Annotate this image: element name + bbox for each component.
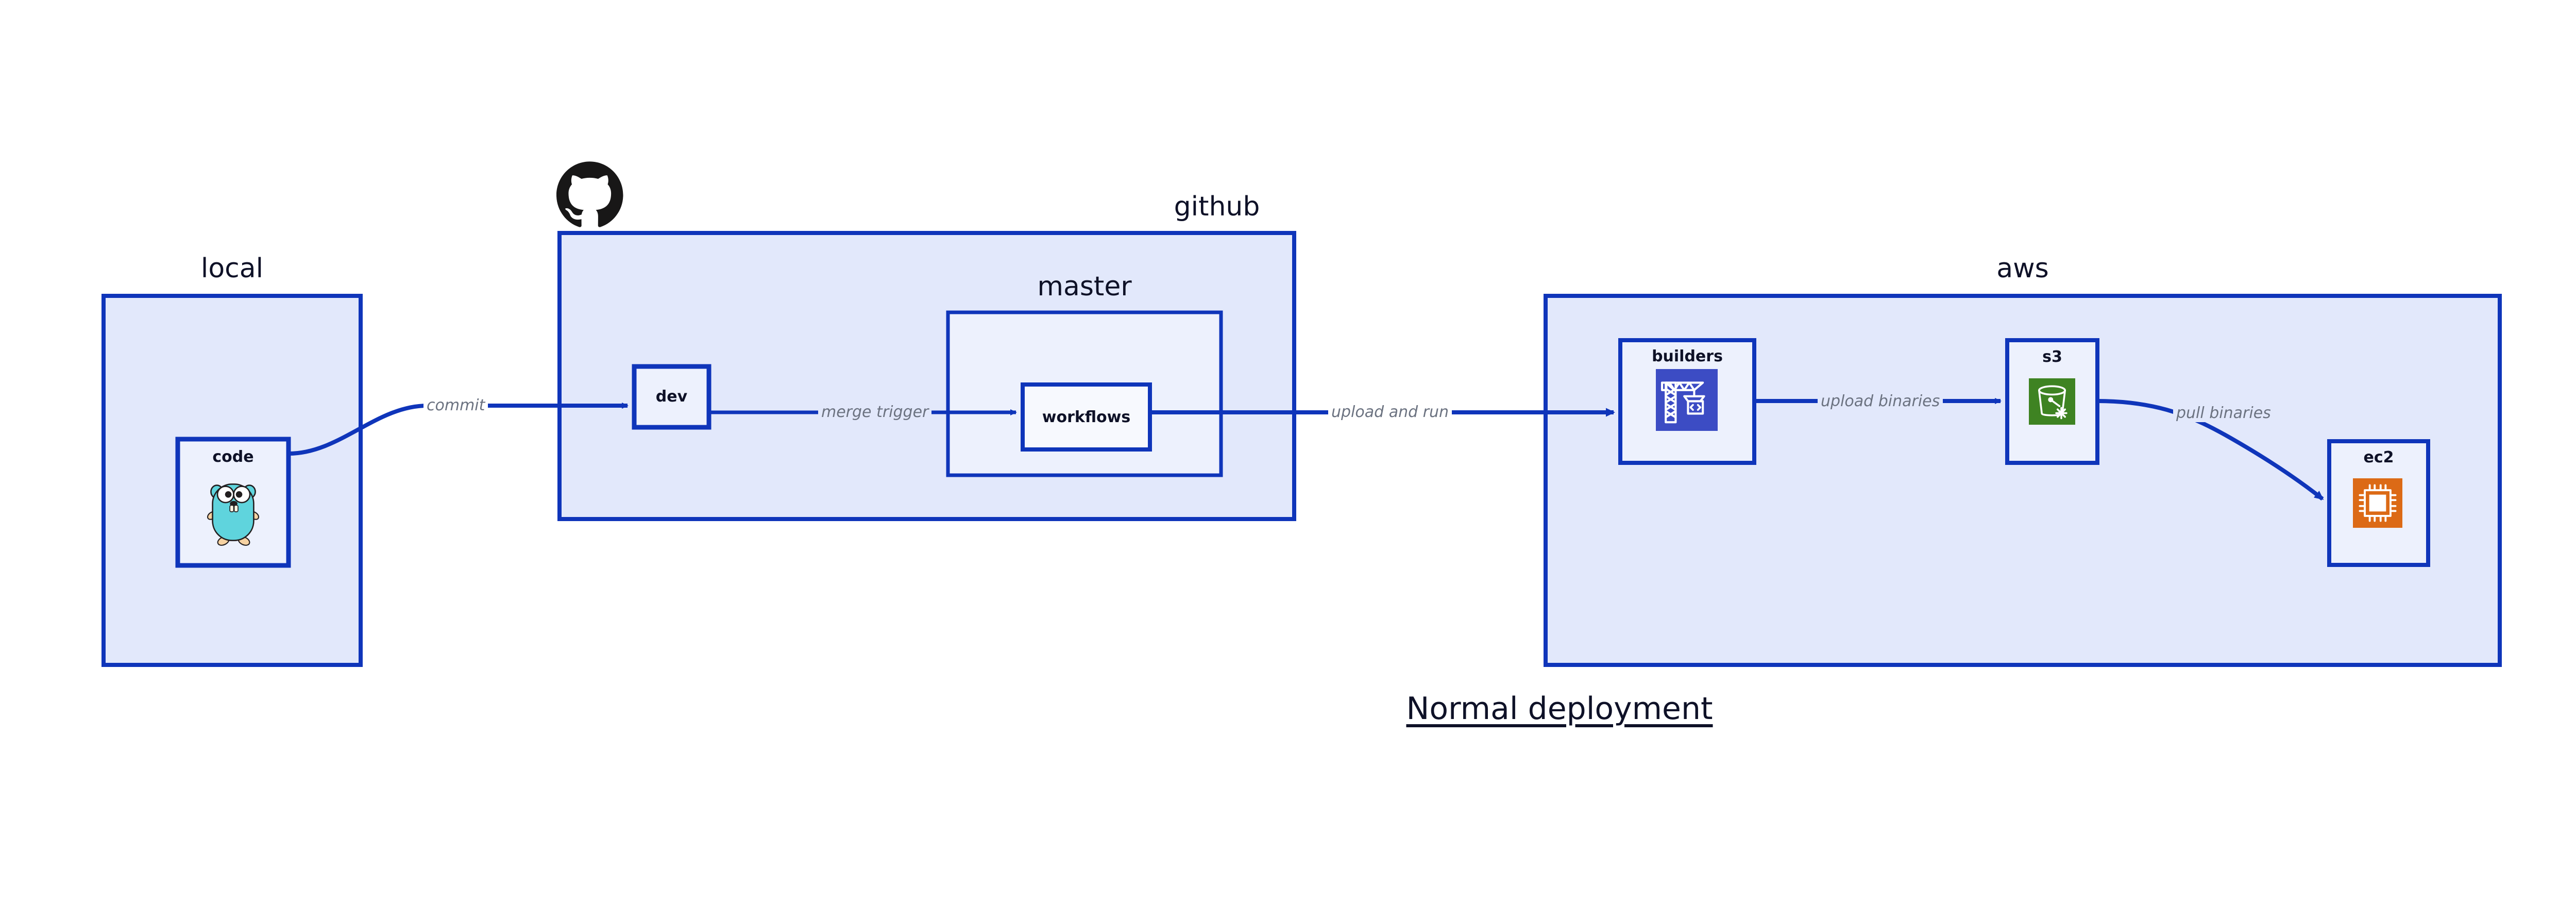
node-box-dev[interactable] bbox=[632, 364, 711, 430]
node-box-workflows[interactable] bbox=[1021, 382, 1152, 452]
edge-label-upload-binaries: upload binaries bbox=[1818, 393, 1943, 410]
edge-label-pull-binaries: pull binaries bbox=[2173, 405, 2274, 422]
node-box-builders[interactable] bbox=[1618, 338, 1756, 465]
node-label-builders: builders bbox=[1652, 347, 1723, 365]
aws-crane-builders-icon bbox=[1656, 369, 1718, 431]
node-label-code: code bbox=[212, 448, 254, 466]
edge-label-upload-and-run: upload and run bbox=[1328, 404, 1452, 421]
node-label-dev: dev bbox=[655, 388, 688, 406]
group-label-aws: aws bbox=[1996, 253, 2049, 284]
edge-code-to-dev bbox=[288, 403, 629, 456]
aws-ec2-chip-icon bbox=[2353, 478, 2402, 528]
edge-label-commit: commit bbox=[423, 397, 488, 414]
aws-s3-bucket-icon bbox=[2029, 378, 2075, 425]
edge-label-merge-trigger: merge trigger bbox=[818, 404, 932, 421]
edge-s3-to-ec2 bbox=[2097, 399, 2324, 501]
node-label-s3: s3 bbox=[2042, 348, 2062, 366]
group-label-github: github bbox=[1174, 191, 1260, 222]
node-label-ec2: ec2 bbox=[2363, 448, 2394, 466]
group-label-master: master bbox=[1037, 271, 1132, 302]
go-gopher-icon bbox=[206, 477, 260, 549]
diagram-title: Normal deployment bbox=[1406, 691, 1713, 727]
group-label-local: local bbox=[200, 253, 264, 284]
github-mark-icon bbox=[556, 161, 623, 228]
node-label-workflows: workflows bbox=[1042, 408, 1131, 426]
